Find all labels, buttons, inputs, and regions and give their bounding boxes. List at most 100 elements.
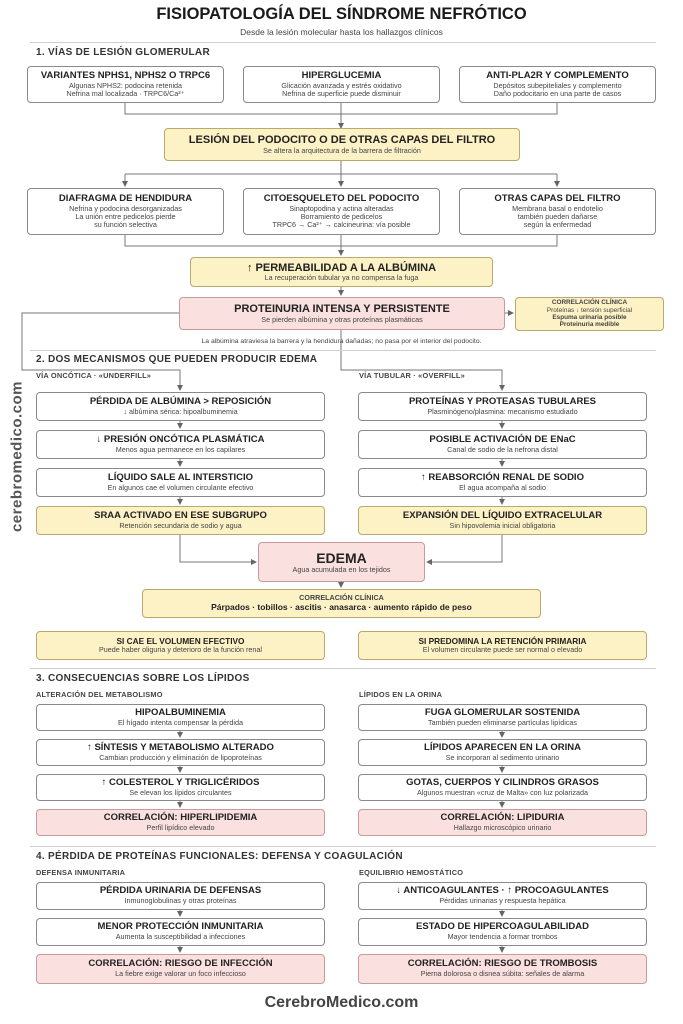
box-title: SI PREDOMINA LA RETENCIÓN PRIMARIA <box>418 635 587 646</box>
box-title: CITOESQUELETO DEL PODOCITO <box>263 192 420 204</box>
box-title: OTRAS CAPAS DEL FILTRO <box>494 192 621 204</box>
box-title: ↑ REABSORCIÓN RENAL DE SODIO <box>421 471 584 483</box>
page-title: FISIOPATOLOGÍA DEL SÍNDROME NEFRÓTICO <box>156 5 527 23</box>
box-text: El volumen circulante puede ser normal o… <box>422 645 583 655</box>
page-subtitle: Desde la lesión molecular hasta los hall… <box>240 27 443 37</box>
box-text: Pierna dolorosa o disnea súbita: señales… <box>420 969 585 979</box>
box-title: Párpados · tobillos · ascitis · anasarca… <box>211 601 472 612</box>
box-title: EDEMA <box>316 549 367 566</box>
box-text: El agua acompaña al sodio <box>459 482 546 492</box>
edema-clinical-correlation-box: CORRELACIÓN CLÍNICA Párpados · tobillos … <box>142 589 541 618</box>
box-title: ANTI-PLA2R Y COMPLEMENTO <box>486 69 629 81</box>
box-text: El hígado intenta compensar la pérdida <box>117 717 244 727</box>
box-title: PÉRDIDA DE ALBÚMINA > REPOSICIÓN <box>89 395 272 407</box>
box-text: Menos agua permanece en los capilares <box>115 444 246 454</box>
box-text: Cambian producción y eliminación de lipo… <box>99 752 262 762</box>
proteinuria-box: PROTEINURIA INTENSA Y PERSISTENTE Se pie… <box>179 297 505 330</box>
box-text: En algunos cae el volumen circulante efe… <box>107 482 254 492</box>
lipid-metab-step-2: ↑ SÍNTESIS Y METABOLISMO ALTERADO Cambia… <box>36 739 325 766</box>
lipid-urine-step-3: GOTAS, CUERPOS Y CILINDROS GRASOS Alguno… <box>358 774 647 801</box>
box-title: EXPANSIÓN DEL LÍQUIDO EXTRACELULAR <box>402 509 603 521</box>
oncotic-step-2: ↓ PRESIÓN ONCÓTICA PLASMÁTICA Menos agua… <box>36 430 325 459</box>
box-title: POSIBLE ACTIVACIÓN DE ENaC <box>429 433 576 445</box>
section-3-title: 3. CONSECUENCIAS SOBRE LOS LÍPIDOS <box>36 673 250 684</box>
hemostasis-step-1: ↓ ANTICOAGULANTES · ↑ PROCOAGULANTES Pér… <box>358 882 647 910</box>
box-text: Depósitos subepiteliales y complemento <box>493 80 622 90</box>
tubular-path-heading: VÍA TUBULAR · «OVERFILL» <box>359 371 465 380</box>
clinical-correlation-foam-box: CORRELACIÓN CLÍNICA Proteínas ↓ tensión … <box>515 297 664 331</box>
section-divider <box>30 668 656 669</box>
header-divider <box>30 42 656 43</box>
lipiduria-heading: LÍPIDOS EN LA ORINA <box>359 690 443 699</box>
box-text: Borramiento de pedicelos <box>300 211 383 221</box>
box-title: ↓ PRESIÓN ONCÓTICA PLASMÁTICA <box>96 433 265 445</box>
lipid-metab-step-3: ↑ COLESTEROL Y TRIGLICÉRIDOS Se elevan l… <box>36 774 325 801</box>
box-text: ↓ albúmina sérica: hipoalbuminemia <box>123 406 238 416</box>
box-title: PÉRDIDA URINARIA DE DEFENSAS <box>99 885 262 897</box>
box-title: LESIÓN DEL PODOCITO O DE OTRAS CAPAS DEL… <box>188 134 496 147</box>
box-title: ↑ COLESTEROL Y TRIGLICÉRIDOS <box>101 776 260 788</box>
box-text: Proteínas ↓ tensión superficial <box>546 306 633 314</box>
box-title: MENOR PROTECCIÓN INMUNITARIA <box>97 921 264 933</box>
layer-other-box: OTRAS CAPAS DEL FILTRO Membrana basal o … <box>459 188 656 235</box>
tubular-step-3: ↑ REABSORCIÓN RENAL DE SODIO El agua aco… <box>358 468 647 497</box>
lipid-urine-step-2: LÍPIDOS APARECEN EN LA ORINA Se incorpor… <box>358 739 647 766</box>
box-text: También pueden eliminarse partículas lip… <box>427 717 578 727</box>
box-text: Sinaptopodina y actina alteradas <box>289 203 394 213</box>
box-text: Se incorporan al sedimento urinario <box>445 752 560 762</box>
section-1-title: 1. VÍAS DE LESIÓN GLOMERULAR <box>36 47 210 58</box>
box-text: Perfil lipídico elevado <box>146 822 215 832</box>
section-4-title: 4. PÉRDIDA DE PROTEÍNAS FUNCIONALES: DEF… <box>36 851 403 862</box>
box-text: Plasminógeno/plasmina: mecanismo estudia… <box>427 406 578 416</box>
immune-step-1: PÉRDIDA URINARIA DE DEFENSAS Inmunoglobu… <box>36 882 325 910</box>
watermark: cerebromedico.com <box>8 380 26 533</box>
primary-retention-box: SI PREDOMINA LA RETENCIÓN PRIMARIA El vo… <box>358 631 647 660</box>
edema-box: EDEMA Agua acumulada en los tejidos <box>258 542 425 582</box>
box-text: Mayor tendencia a formar trombos <box>447 932 558 942</box>
box-text: Agua acumulada en los tejidos <box>292 564 391 574</box>
box-text: Se altera la arquitectura de la barrera … <box>263 145 421 155</box>
lipiduria-correlation-box: CORRELACIÓN: LIPIDURIA Hallazgo microscó… <box>358 809 647 836</box>
thrombosis-risk-correlation-box: CORRELACIÓN: RIESGO DE TROMBOSIS Pierna … <box>358 954 647 984</box>
box-title: PROTEÍNAS Y PROTEASAS TUBULARES <box>408 395 597 407</box>
box-title: GOTAS, CUERPOS Y CILINDROS GRASOS <box>406 776 599 788</box>
tubular-step-1: PROTEÍNAS Y PROTEASAS TUBULARES Plasminó… <box>358 392 647 421</box>
box-text: La unión entre pedicelos pierde <box>75 211 176 221</box>
box-text: TRPC6 → Ca²⁺ → calcineurina: vía posible <box>272 220 411 230</box>
hemostatic-heading: EQUILIBRIO HEMOSTÁTICO <box>359 868 464 877</box>
box-text: Algunos muestran «cruz de Malta» con luz… <box>417 787 588 797</box>
box-title: LÍQUIDO SALE AL INTERSTICIO <box>107 471 254 483</box>
box-title: HIPERGLUCEMIA <box>301 69 382 81</box>
cause-antipla2r-box: ANTI-PLA2R Y COMPLEMENTO Depósitos subep… <box>459 66 656 103</box>
cause-genetic-box: VARIANTES NPHS1, NPHS2 O TRPC6 Algunas N… <box>27 66 224 103</box>
box-title: LÍPIDOS APARECEN EN LA ORINA <box>424 741 581 753</box>
hemostasis-step-2: ESTADO DE HIPERCOAGULABILIDAD Mayor tend… <box>358 918 647 946</box>
box-title: CORRELACIÓN: RIESGO DE TROMBOSIS <box>407 958 598 970</box>
box-text: Aumenta la susceptibilidad a infecciones <box>115 932 246 942</box>
box-title: SI CAE EL VOLUMEN EFECTIVO <box>116 635 245 646</box>
box-text: Se elevan los lípidos circulantes <box>129 787 232 797</box>
box-title: FUGA GLOMERULAR SOSTENIDA <box>424 706 581 718</box>
section-2-title: 2. DOS MECANISMOS QUE PUEDEN PRODUCIR ED… <box>36 354 318 365</box>
oncotic-step-3: LÍQUIDO SALE AL INTERSTICIO En algunos c… <box>36 468 325 497</box>
box-text: su función selectiva <box>94 220 157 230</box>
box-title: VARIANTES NPHS1, NPHS2 O TRPC6 <box>40 69 211 81</box>
footer-brand: CerebroMedico.com <box>264 994 419 1011</box>
box-title: CORRELACIÓN: RIESGO DE INFECCIÓN <box>88 958 273 970</box>
oncotic-path-heading: VÍA ONCÓTICA · «UNDERFILL» <box>36 371 152 380</box>
lipid-urine-step-1: FUGA GLOMERULAR SOSTENIDA También pueden… <box>358 704 647 731</box>
tubular-step-2: POSIBLE ACTIVACIÓN DE ENaC Canal de sodi… <box>358 430 647 459</box>
box-text: Nefrina de superficie puede disminuir <box>282 88 401 98</box>
box-title: ↓ ANTICOAGULANTES · ↑ PROCOAGULANTES <box>396 885 609 897</box>
box-text: Se pierden albúmina y otras proteínas pl… <box>261 314 423 324</box>
box-text: Espuma urinaria posible <box>552 314 627 321</box>
box-text: Nefrina mal localizada · TRPC6/Ca²⁺ <box>66 88 185 98</box>
box-title: CORRELACIÓN: HIPERLIPIDEMIA <box>103 811 258 823</box>
section-divider <box>30 350 656 351</box>
box-text: La recuperación tubular ya no compensa l… <box>264 273 419 283</box>
layer-slit-diaphragm-box: DIAFRAGMA DE HENDIDURA Nefrina y podocin… <box>27 188 224 235</box>
box-text: Puede haber oliguria y deterioro de la f… <box>98 645 263 655</box>
hyperlipidemia-correlation-box: CORRELACIÓN: HIPERLIPIDEMIA Perfil lipíd… <box>36 809 325 836</box>
immune-defense-heading: DEFENSA INMUNITARIA <box>36 868 126 877</box>
box-text: Pérdidas urinarias y respuesta hepática <box>439 896 566 906</box>
